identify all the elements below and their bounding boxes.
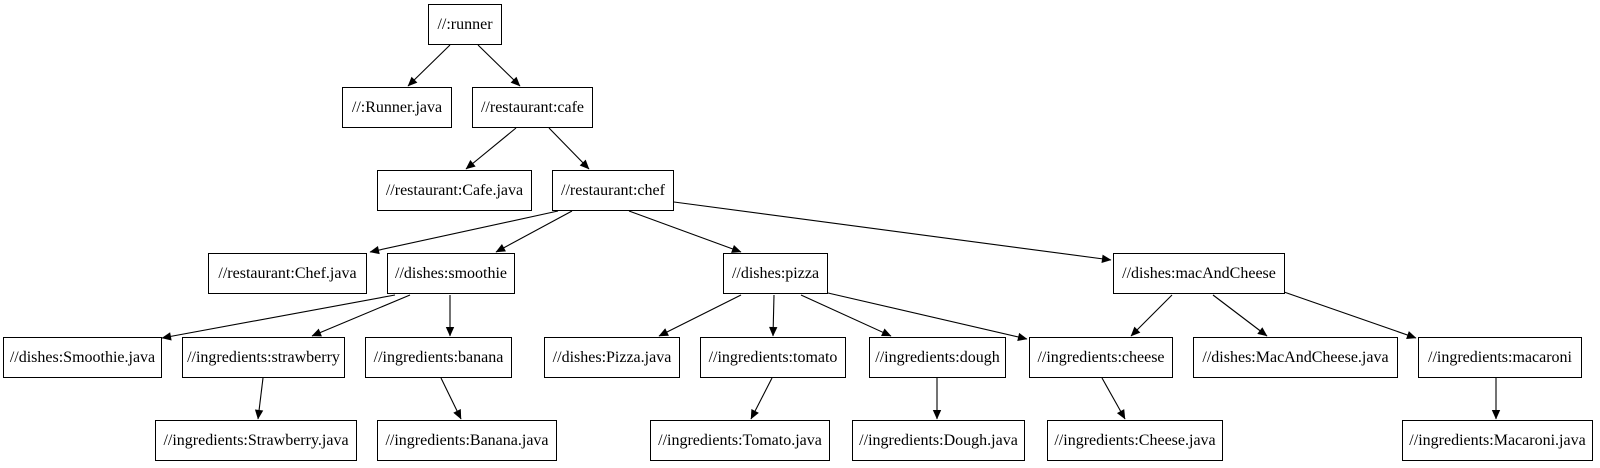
node-label: //ingredients:tomato [708,348,838,366]
node-cheese: //ingredients:cheese [1029,337,1173,378]
node-macaroni: //ingredients:macaroni [1418,337,1582,378]
node-label: //dishes:Pizza.java [552,348,672,366]
node-pizza_java: //dishes:Pizza.java [544,337,680,378]
edge-runner-to-runner_java [407,44,451,87]
edge-tomato-to-tomato_java [750,377,773,420]
node-strawberry_java: //ingredients:Strawberry.java [155,420,357,461]
edge-pizza-to-pizza_java [658,294,742,337]
node-label: //ingredients:Strawberry.java [163,431,349,449]
node-smoothie_java: //dishes:Smoothie.java [3,337,162,378]
node-label: //ingredients:dough [875,348,1000,366]
edge-chef-to-chef_java [369,210,559,255]
node-label: //ingredients:Macaroni.java [1409,431,1586,449]
node-label: //:Runner.java [351,98,443,116]
node-label: //restaurant:Chef.java [218,264,357,282]
node-smoothie: //dishes:smoothie [387,253,515,294]
edge-smoothie-to-smoothie_java [161,294,396,341]
node-label: //:runner [437,15,493,33]
node-label: //ingredients:cheese [1037,348,1165,366]
node-label: //ingredients:strawberry [187,348,340,366]
edge-strawberry-to-strawberry_java [254,377,264,420]
node-runner: //:runner [428,4,502,45]
node-label: //ingredients:Tomato.java [658,431,822,449]
edge-cafe-to-chef [548,127,590,170]
node-cheese_java: //ingredients:Cheese.java [1047,420,1223,461]
node-cafe: //restaurant:cafe [472,87,593,128]
node-mac: //dishes:macAndCheese [1113,253,1285,294]
node-strawberry: //ingredients:strawberry [182,337,345,378]
edge-chef-to-pizza [628,210,742,253]
edge-pizza-to-dough [800,294,892,337]
node-tomato_java: //ingredients:Tomato.java [650,420,830,461]
node-dough_java: //ingredients:Dough.java [852,420,1025,461]
node-label: //ingredients:banana [373,348,504,366]
edge-chef-to-smoothie [495,210,573,253]
node-mac_java: //dishes:MacAndCheese.java [1193,337,1398,378]
node-tomato: //ingredients:tomato [700,337,846,378]
node-cafe_java: //restaurant:Cafe.java [377,170,532,211]
edge-mac-to-macaroni [1283,291,1417,339]
node-dough: //ingredients:dough [869,337,1006,378]
edge-runner-to-cafe [477,44,521,87]
node-banana_java: //ingredients:Banana.java [377,420,557,461]
edge-pizza-to-tomato [769,294,778,337]
node-label: //dishes:pizza [731,264,820,282]
edge-cafe-to-cafe_java [465,127,517,170]
node-label: //dishes:macAndCheese [1122,264,1276,282]
node-label: //ingredients:macaroni [1428,348,1572,366]
node-label: //ingredients:Banana.java [385,431,549,449]
node-macaroni_java: //ingredients:Macaroni.java [1402,420,1593,461]
node-label: //dishes:MacAndCheese.java [1202,348,1389,366]
node-label: //dishes:Smoothie.java [9,348,156,366]
node-chef_java: //restaurant:Chef.java [208,253,367,294]
node-chef: //restaurant:chef [552,170,674,211]
node-label: //restaurant:Cafe.java [385,181,524,199]
node-label: //restaurant:chef [561,181,665,199]
node-label: //ingredients:Cheese.java [1054,431,1216,449]
node-pizza: //dishes:pizza [723,253,828,294]
edge-mac-to-cheese [1130,294,1173,337]
edge-cheese-to-cheese_java [1101,377,1126,420]
node-runner_java: //:Runner.java [342,87,452,128]
edge-chef-to-mac [673,201,1112,263]
edge-mac-to-mac_java [1212,294,1268,337]
node-label: //dishes:smoothie [395,264,507,282]
node-banana: //ingredients:banana [365,337,512,378]
edge-pizza-to-cheese [827,292,1028,342]
node-label: //restaurant:cafe [480,98,585,116]
node-label: //ingredients:Dough.java [859,431,1018,449]
edge-banana-to-banana_java [440,377,462,420]
edge-smoothie-to-strawberry [311,294,411,337]
